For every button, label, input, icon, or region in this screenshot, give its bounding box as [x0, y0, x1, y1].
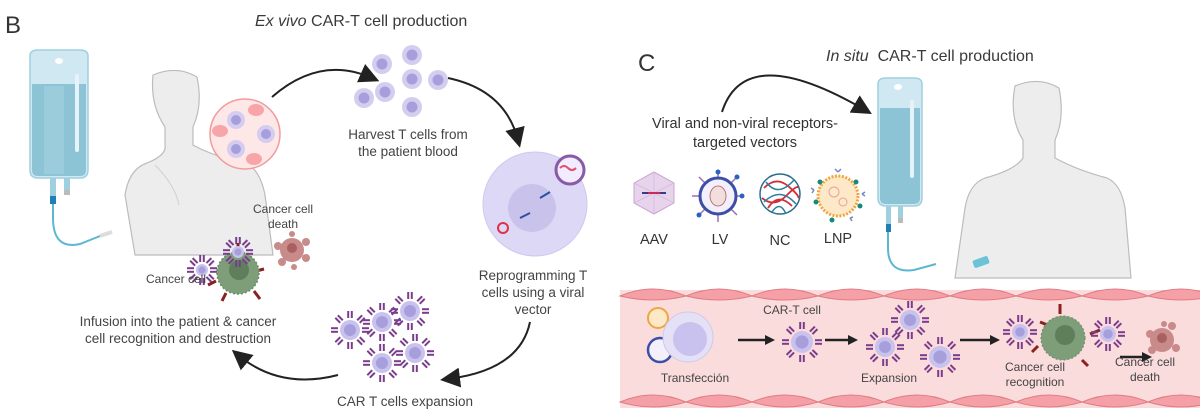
car-t-cell	[223, 237, 253, 267]
vector-label-lnp: LNP	[823, 231, 853, 247]
vessel-transfection-label: Transfección	[660, 371, 730, 385]
endothelial-cell-bottom	[1146, 394, 1200, 408]
panel-b-title-rest: CAR-T cell production	[306, 13, 468, 30]
iv-bag-icon	[29, 49, 113, 246]
car-t-cell-attacking	[187, 237, 253, 285]
blood-vessel	[618, 288, 1200, 408]
process-arrow	[825, 335, 858, 345]
panel-c-letter: C	[638, 50, 656, 77]
car-t-cell	[891, 301, 929, 339]
car-t-cell	[782, 322, 822, 362]
car-t-cell	[330, 311, 369, 349]
vessel-lumen	[620, 290, 1200, 408]
nanocarrier-icon	[759, 173, 801, 215]
car-t-cell	[1091, 317, 1125, 351]
dead-cancer-cell-icon	[274, 231, 310, 270]
vessel-dead-cancer-cell	[1146, 321, 1180, 354]
cancer-cell-death-label: Cancer cell death	[252, 202, 314, 231]
patient-body-icon	[124, 69, 274, 256]
panel-c-title-rest: CAR-T cell production	[868, 48, 1034, 65]
panel-c-title: In situ CAR-T cell production	[826, 48, 1034, 66]
step-expansion-label: CAR T cells expansion	[336, 394, 474, 409]
panel-b-title-italic: Ex vivo	[255, 13, 307, 30]
step-harvest-label: Harvest T cells from the patient blood	[348, 127, 468, 159]
process-arrow	[1120, 352, 1152, 362]
vessel-expansion-label: Expansion	[860, 371, 918, 385]
harvested-t-cells	[354, 45, 448, 117]
panel-b-title: Ex vivo CAR-T cell production	[255, 13, 467, 31]
car-t-cell	[866, 328, 904, 366]
endothelial-cell-top	[1146, 288, 1200, 301]
car-t-cell	[391, 292, 429, 330]
blood-sample-icon	[209, 98, 281, 170]
vectors-heading: Viral and non-viral receptors-targeted v…	[652, 116, 838, 151]
step-reprogram-label: Reprogramming T cells using a viral vect…	[478, 268, 588, 317]
patient-body-c-icon	[954, 80, 1132, 279]
car-t-cell	[920, 337, 960, 377]
reprogramming-cell-icon	[482, 151, 588, 257]
lnp-small-icon	[647, 307, 669, 329]
vessel-car-t-cell-label: CAR-T cell	[763, 303, 821, 317]
iv-bag-c-icon	[877, 77, 937, 272]
arrow-to-expansion	[440, 321, 531, 388]
arrow-to-harvest	[271, 64, 380, 98]
vector-label-lv: LV	[711, 232, 729, 248]
lipid-nanoparticle-icon	[810, 168, 866, 223]
cancer-cell-label: Cancer cell	[145, 272, 207, 286]
vector-label-aav: AAV	[640, 232, 668, 248]
vessel-recognition-label: Cancer cell recognition	[1004, 360, 1066, 389]
panel-c-title-italic: In situ	[826, 48, 869, 65]
arrow-to-reprogram	[447, 77, 525, 148]
car-t-cell	[187, 255, 217, 285]
arrow-to-iv-bag-c	[721, 74, 872, 115]
vessel-cancer-cell	[1030, 304, 1101, 368]
car-t-cell	[363, 344, 401, 382]
arrow-to-infusion	[231, 349, 339, 381]
process-arrow	[960, 335, 1000, 345]
car-t-cell	[396, 334, 434, 372]
step-infusion-label: Infusion into the patient & cancer cell …	[79, 314, 277, 346]
process-arrow	[738, 335, 775, 345]
car-t-expansion-cluster	[330, 292, 434, 382]
car-t-cell	[1003, 315, 1037, 349]
lentivirus-icon	[692, 169, 745, 222]
vector-label-nc: NC	[769, 233, 791, 249]
panel-b-letter: B	[5, 12, 22, 39]
vessel-death-label: Cancer cell death	[1114, 355, 1176, 384]
aav-capsid-icon	[633, 171, 675, 215]
